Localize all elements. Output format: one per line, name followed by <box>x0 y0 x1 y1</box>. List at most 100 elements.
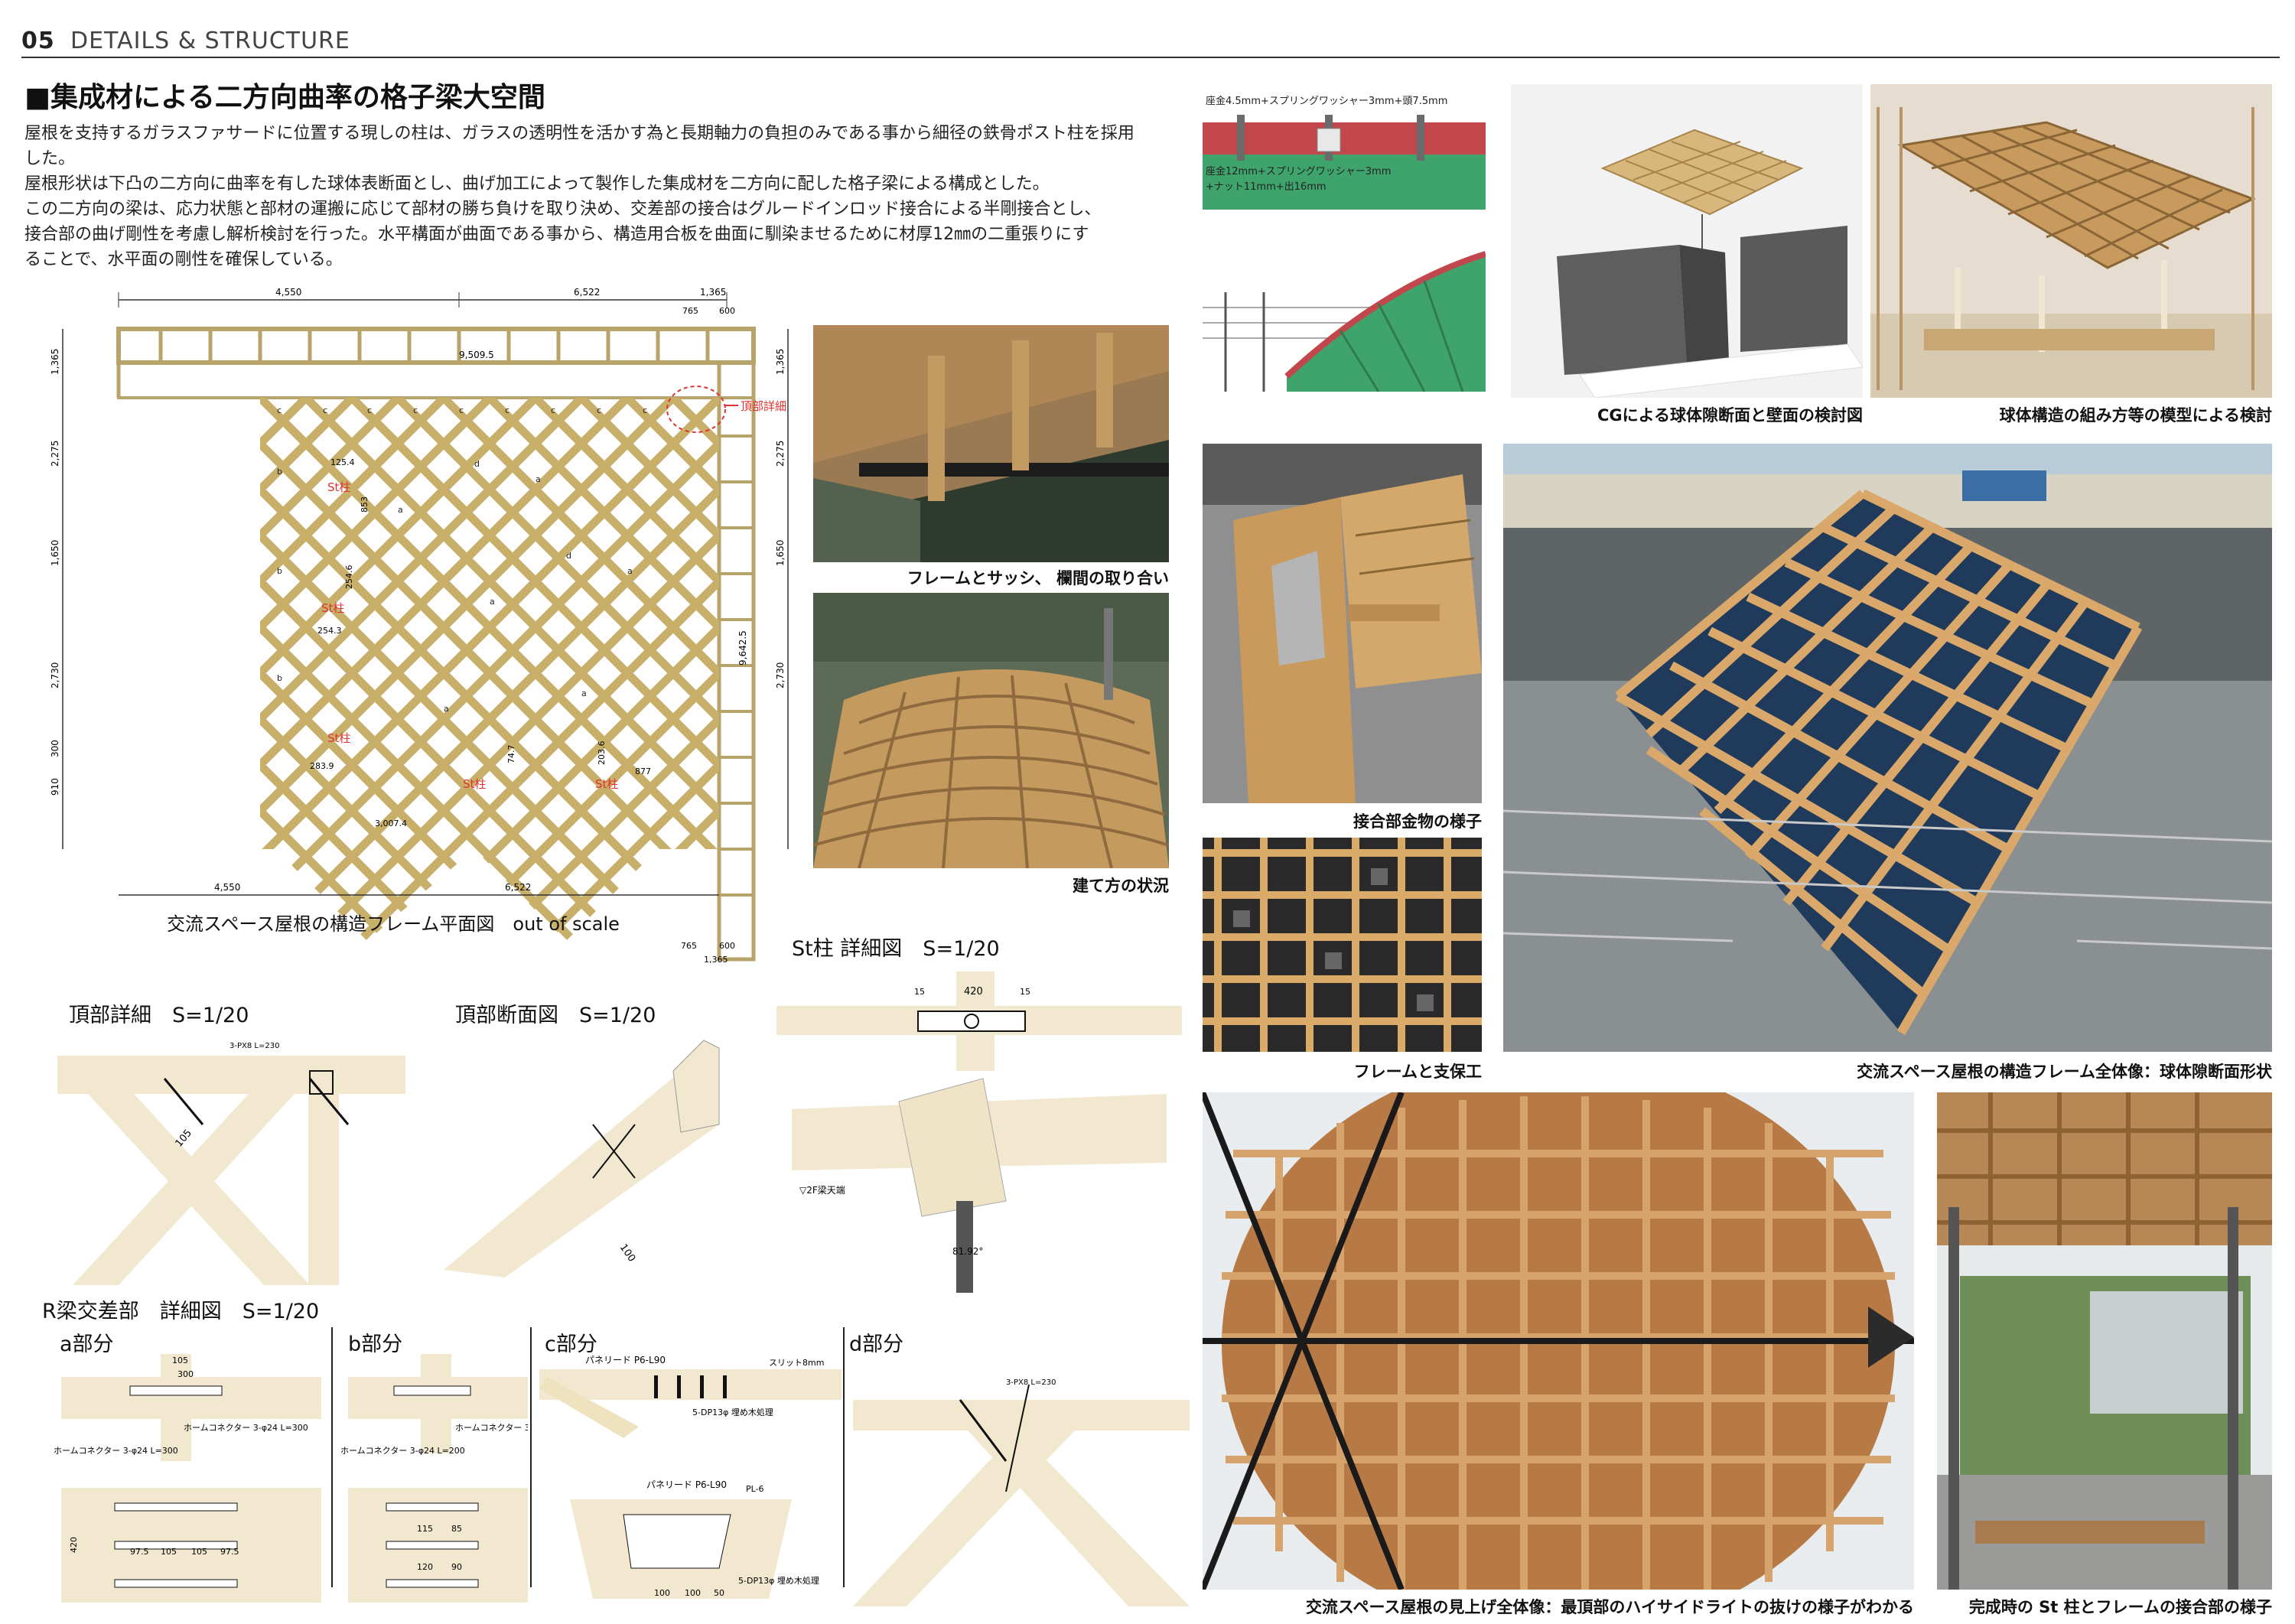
rod-label: 3-PX8 L=230 <box>230 1042 279 1050</box>
dim-label: 9,509.5 <box>459 350 494 360</box>
dim-label: 100 <box>685 1588 701 1598</box>
dim-label: 4,550 <box>214 882 240 893</box>
dim-label: 50 <box>714 1588 724 1598</box>
part-c-drawing: パネリード P6-L90 スリット8mm 5-DP13φ 埋め木処理 パネリード… <box>539 1354 842 1606</box>
photo-erection <box>813 593 1169 868</box>
dim-label: 877 <box>635 766 651 776</box>
page-section-title: DETAILS & STRUCTURE <box>70 28 350 54</box>
ceiling-label: ▽2F梁天端 <box>799 1184 845 1196</box>
dim-label: 254.6 <box>344 565 354 590</box>
dim-label: 90 <box>451 1562 462 1572</box>
dim-label: 6,522 <box>574 287 600 298</box>
home-connector-label: ホームコネクター 3-φ24 L=300 <box>184 1423 308 1433</box>
divider <box>530 1327 532 1587</box>
member-mark: c <box>551 405 555 415</box>
dim-label: 105 <box>161 1547 177 1557</box>
dim-label: 97.5 <box>220 1547 239 1557</box>
caption-frame-sash: フレームとサッシ、 欄間の取り合い <box>907 569 1169 587</box>
dim-label: 100 <box>654 1588 670 1598</box>
st-column-label: St柱 <box>327 480 350 494</box>
member-mark: c <box>459 405 464 415</box>
rod-label: 3-PX8 L=230 <box>1006 1378 1056 1387</box>
cg-label: +ナット11mm+出16mm <box>1206 181 1327 193</box>
slit-label: スリット8mm <box>769 1358 824 1368</box>
member-mark: c <box>505 405 509 415</box>
st-column-label: St柱 <box>327 731 350 745</box>
detail-callout-label: 頂部詳細 <box>741 399 786 413</box>
panel-lead-label: パネリード P6-L90 <box>646 1479 727 1490</box>
member-mark: a <box>536 474 541 484</box>
dim-label: 105 <box>172 1356 188 1365</box>
st-column-label: St柱 <box>463 777 486 791</box>
paragraph: 屋根形状は下凸の二方向に曲率を有した球体表断面とし、曲げ加工によって製作した集成… <box>24 174 1050 194</box>
dim-label: 765 <box>682 306 698 316</box>
dim-label: 600 <box>719 306 735 316</box>
dim-label: 1,365 <box>50 349 60 375</box>
dim-label: 3,007.4 <box>375 819 407 828</box>
st-column-label: St柱 <box>321 601 344 615</box>
st-column-label: St柱 <box>595 777 618 791</box>
member-mark: a <box>581 688 587 698</box>
dim-label: 1,650 <box>50 540 60 566</box>
member-mark: c <box>277 405 282 415</box>
home-connector-label: ホームコネクター 3-φ24 L=300 <box>54 1446 178 1456</box>
dim-label: 15 <box>914 987 925 997</box>
part-c-title: c部分 <box>545 1333 597 1356</box>
top-section-drawing: 100 <box>428 1017 734 1277</box>
dim-label: 283.9 <box>310 761 334 771</box>
member-mark: b <box>277 467 282 477</box>
r-beam-title: R梁交差部 詳細図 S=1/20 <box>42 1300 320 1323</box>
divider <box>331 1327 333 1587</box>
part-b-drawing: ホームコネクター 3-φ24 L=200 ホームコネクター 3-φ24 L=20… <box>340 1354 580 1606</box>
caption-model: 球体構造の組み方等の模型による検討 <box>1999 406 2272 425</box>
page-number: 05 <box>21 28 55 54</box>
home-connector-label: ホームコネクター 3-φ24 L=200 <box>455 1423 528 1433</box>
member-mark: d <box>566 551 571 561</box>
part-b-title: b部分 <box>348 1333 403 1356</box>
dim-label: 203.6 <box>597 741 607 766</box>
dim-label: 420 <box>964 986 983 998</box>
photo-overall-frame <box>1503 444 2272 1052</box>
caption-joint-metal: 接合部金物の様子 <box>1353 812 1482 831</box>
dim-label: 115 <box>417 1524 433 1534</box>
member-mark: a <box>444 704 449 714</box>
cg-curved-frame-diagram <box>1203 239 1487 392</box>
st-detail-title: St柱 詳細図 S=1/20 <box>792 937 1000 961</box>
home-connector-label: ホームコネクター 3-φ24 L=200 <box>340 1446 465 1456</box>
caption-lookup: 交流スペース屋根の見上げ全体像：最頂部のハイサイドライトの抜けの様子がわかる <box>1305 1598 1914 1616</box>
top-detail-drawing: 3-PX8 L=230 105 <box>57 1033 405 1285</box>
dim-label: 300 <box>177 1369 194 1379</box>
cg-connection-diagram: 座金4.5mm+スプリングワッシャー3mm+頭7.5mm 座金12mm+スプリン… <box>1203 84 1486 214</box>
photo-model <box>1870 84 2272 398</box>
dim-label: 6,522 <box>505 882 531 893</box>
paragraph: ることで、水平面の剛性を確保している。 <box>24 250 343 269</box>
dim-label: 74.7 <box>506 745 516 764</box>
dim-label: 2,730 <box>50 662 60 688</box>
paragraph: この二方向の梁は、応力状態と部材の運搬に応じて部材の勝ち負けを取り決め、交差部の… <box>24 200 1102 219</box>
st-column-detail-drawing: 420 15 15 ▽2F梁天端 81.92° <box>776 971 1182 1293</box>
dim-label: 2,730 <box>775 662 786 688</box>
dim-label: 420 <box>69 1537 79 1553</box>
photo-support <box>1203 838 1482 1052</box>
cg-label: 座金4.5mm+スプリングワッシャー3mm+頭7.5mm <box>1206 95 1447 107</box>
part-d-drawing: 3-PX8 L=230 <box>853 1354 1190 1606</box>
dp13-label: 5-DP13φ 埋め木処理 <box>692 1408 773 1417</box>
dim-label: 9,642.5 <box>737 630 748 666</box>
member-mark: b <box>277 673 282 683</box>
dim-label: 1,365 <box>775 349 786 375</box>
plan-caption: 交流スペース屋根の構造フレーム平面図 out of scale <box>167 913 620 935</box>
dim-label: 765 <box>681 941 697 951</box>
dim-label: 97.5 <box>130 1547 149 1557</box>
photo-complete <box>1937 1092 2272 1590</box>
top-detail-title: 頂部詳細 S=1/20 <box>69 1004 249 1027</box>
photo-lookup <box>1203 1092 1914 1590</box>
angle-label: 81.92° <box>952 1246 983 1257</box>
member-mark: c <box>413 405 418 415</box>
structural-plan-drawing: 4,550 6,522 1,365 765 600 9,509.5 9,642.… <box>46 283 803 971</box>
dim-label: 85 <box>451 1524 462 1534</box>
body-text: 屋根を支持するガラスファサードに位置する現しの柱は、ガラスの透明性を活かす為と長… <box>24 121 1149 272</box>
header-rule <box>21 57 2280 58</box>
caption-complete: 完成時の St 柱とフレームの接合部の様子 <box>1968 1598 2272 1616</box>
photo-joint-metal <box>1203 444 1482 803</box>
part-a-title: a部分 <box>60 1333 114 1356</box>
